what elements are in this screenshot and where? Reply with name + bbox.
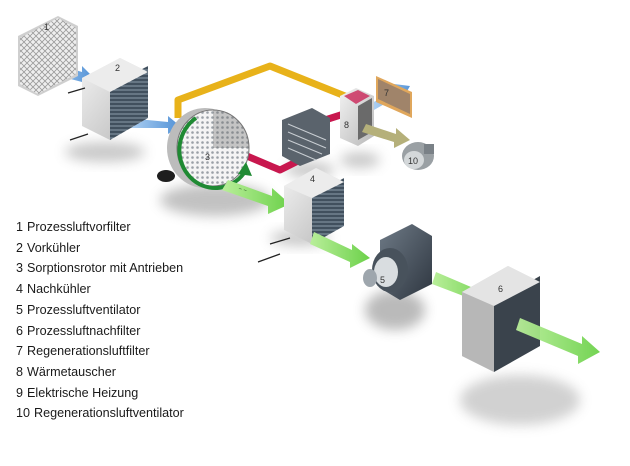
pipe-out-icon	[69, 133, 89, 141]
component-2-number: 2	[115, 63, 120, 73]
component-3-number: 3	[205, 152, 210, 162]
component-5-process-fan: 5	[363, 224, 432, 300]
regeneration-duct	[174, 62, 352, 118]
process-air-out-arrow-1	[222, 180, 290, 214]
process-air-out-arrow-2	[310, 232, 370, 268]
regeneration-out-arrow	[362, 124, 410, 148]
flow-label-1: ~ ~	[237, 186, 248, 195]
component-10-regeneration-fan: 10	[402, 142, 434, 170]
process-air-out-arrow-final	[516, 318, 600, 364]
component-1-prefilter: 1	[18, 16, 78, 96]
component-4-aftercooler: 4	[257, 168, 344, 263]
component-1-number: 1	[44, 22, 49, 32]
component-4-number: 4	[310, 174, 315, 184]
component-8-heat-exchanger: 8	[340, 88, 374, 146]
component-10-number: 10	[408, 156, 418, 166]
pipe-in-icon	[67, 87, 86, 94]
component-2-precooler: 2	[67, 58, 148, 141]
component-6-afterfilter: 6	[462, 266, 540, 372]
component-5-number: 5	[380, 275, 385, 285]
component-9-electric-heater	[282, 108, 330, 166]
component-8-number: 8	[344, 120, 349, 130]
component-7-regeneration-filter: 7	[376, 76, 412, 118]
rotor-drive-motor-icon	[157, 170, 175, 182]
component-6-number: 6	[498, 284, 503, 294]
component-7-number: 7	[384, 88, 389, 98]
